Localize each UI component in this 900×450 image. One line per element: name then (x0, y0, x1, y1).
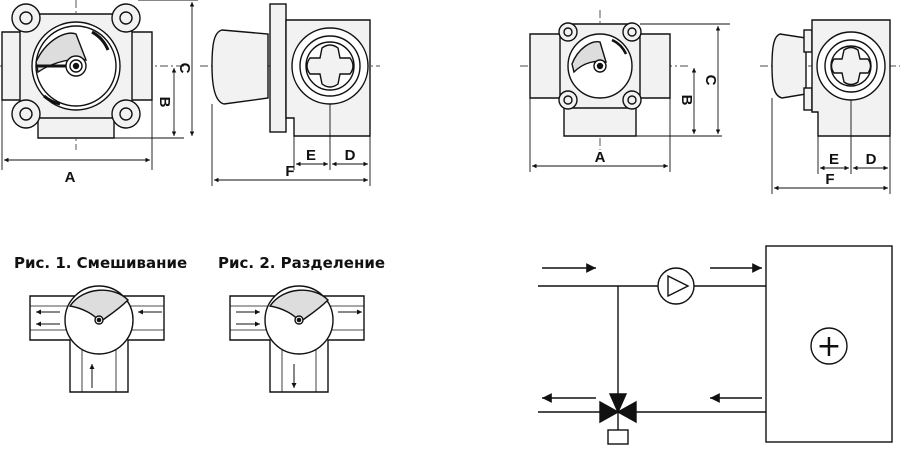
fig2-dim-f: F (825, 171, 834, 188)
fig2-dim-d: D (866, 151, 877, 168)
dimension-labels: A B C E D F A B C E D F (65, 63, 877, 188)
valve2-side-dimensions (771, 98, 891, 194)
fig2-dim-b: B (678, 95, 695, 106)
fig1-dim-f: F (285, 163, 294, 180)
fig1-dim-e: E (306, 147, 316, 164)
fig1-dim-d: D (345, 147, 356, 164)
valve2-front-view (520, 10, 690, 150)
valve1-side-view (200, 3, 380, 137)
valve2-front-dimensions (529, 23, 730, 172)
consumer-icon (810, 327, 848, 365)
fig1-dim-a: A (65, 169, 76, 186)
fig2-dim-a: A (595, 149, 606, 166)
diverting-scheme (229, 285, 365, 393)
fig2-dim-e: E (829, 151, 839, 168)
valve1-front-view (0, 0, 190, 150)
valve2-side-view (760, 19, 900, 137)
fig1-dim-b: B (156, 97, 173, 108)
fig1-dim-c: C (176, 63, 193, 74)
fig2-dim-c: C (702, 75, 719, 86)
caption-mixing: Рис. 1. Смешивание (14, 254, 187, 272)
consumer-plus-symbol: + (816, 329, 841, 364)
valve1-side-dimensions (211, 104, 371, 186)
mixing-scheme (29, 285, 165, 393)
valve1-front-dimensions (1, 0, 198, 170)
caption-diverting: Рис. 2. Разделение (218, 254, 385, 272)
hydraulic-circuit (538, 245, 893, 445)
